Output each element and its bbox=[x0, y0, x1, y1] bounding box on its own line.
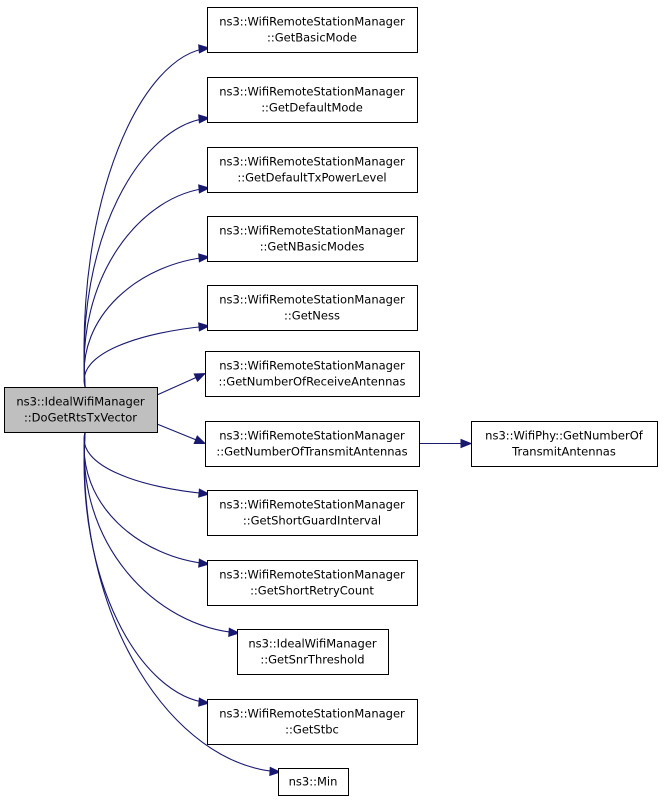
node-label: ::DoGetRtsTxVector bbox=[24, 411, 137, 425]
edge-line bbox=[83, 325, 210, 388]
node-wifiphy-getnumberoftransmitantennas[interactable]: ns3::WifiPhy::GetNumberOfTransmitAntenna… bbox=[471, 421, 658, 467]
node-box bbox=[471, 421, 658, 467]
node-box bbox=[207, 77, 418, 123]
node-label: ::GetBasicMode bbox=[267, 31, 357, 45]
node-label: ::GetNumberOfTransmitAntennas bbox=[216, 445, 407, 459]
node-box bbox=[207, 147, 418, 193]
node-getnumberoftransmitantennas[interactable]: ns3::WifiRemoteStationManager::GetNumber… bbox=[205, 421, 420, 467]
edge-root-to-min bbox=[83, 431, 282, 777]
edge-getnumberoftransmitantennas-to-wifiphy-getnumberoftransmitantennas bbox=[419, 438, 473, 449]
node-label: ns3::WifiRemoteStationManager bbox=[219, 568, 405, 582]
arrowhead bbox=[193, 435, 207, 445]
edge-line bbox=[83, 117, 210, 388]
edge-root-to-getdefaultmode bbox=[83, 114, 211, 388]
node-getness[interactable]: ns3::WifiRemoteStationManager::GetNess bbox=[207, 285, 418, 331]
edge-line bbox=[83, 431, 210, 704]
node-label: ns3::WifiRemoteStationManager bbox=[219, 15, 405, 29]
arrowhead bbox=[228, 627, 241, 637]
node-label: ::GetDefaultMode bbox=[261, 101, 363, 115]
arrowhead bbox=[269, 766, 282, 777]
edge-root-to-getshortguardinterval bbox=[83, 431, 211, 498]
node-label: ::GetDefaultTxPowerLevel bbox=[237, 171, 386, 185]
arrowhead bbox=[198, 558, 211, 568]
node-box bbox=[207, 285, 418, 331]
arrowhead bbox=[198, 488, 211, 498]
edge-root-to-getshortretrycount bbox=[83, 431, 211, 568]
edge-root-to-getbasicmode bbox=[83, 44, 211, 388]
edge-line bbox=[83, 431, 210, 565]
edge-line bbox=[83, 431, 210, 495]
node-getsnrthreshold[interactable]: ns3::IdealWifiManager::GetSnrThreshold bbox=[237, 629, 389, 675]
node-label: ::GetSnrThreshold bbox=[260, 653, 364, 667]
edge-root-to-getstbc bbox=[83, 431, 211, 707]
edge-root-to-getnumberofreceiveantennas bbox=[156, 372, 207, 396]
edge-line bbox=[83, 256, 210, 388]
node-box bbox=[207, 490, 418, 536]
nodes-layer: ns3::IdealWifiManager::DoGetRtsTxVectorn… bbox=[4, 7, 658, 796]
node-label: ns3::IdealWifiManager bbox=[248, 637, 377, 651]
arrowhead bbox=[198, 114, 211, 124]
edges-layer bbox=[83, 44, 473, 777]
arrowhead bbox=[198, 44, 211, 54]
node-label: ns3::WifiRemoteStationManager bbox=[219, 707, 405, 721]
node-getnumberofreceiveantennas[interactable]: ns3::WifiRemoteStationManager::GetNumber… bbox=[205, 351, 420, 397]
node-label: ::GetStbc bbox=[285, 723, 339, 737]
edge-root-to-getdefaulttxpowerlevel bbox=[83, 184, 211, 388]
edge-line bbox=[83, 431, 281, 773]
node-label: ns3::WifiPhy::GetNumberOf bbox=[485, 429, 644, 443]
node-label: ns3::Min bbox=[289, 775, 338, 789]
node-box bbox=[4, 387, 158, 433]
node-root[interactable]: ns3::IdealWifiManager::DoGetRtsTxVector bbox=[4, 387, 158, 433]
node-label: ::GetShortRetryCount bbox=[250, 584, 374, 598]
edge-root-to-getsnrthreshold bbox=[83, 431, 241, 637]
arrowhead bbox=[198, 253, 211, 263]
node-label: ::GetNBasicModes bbox=[260, 240, 365, 254]
arrowhead bbox=[460, 438, 473, 449]
edge-root-to-getnumberoftransmitantennas bbox=[156, 423, 207, 445]
node-label: ns3::WifiRemoteStationManager bbox=[219, 85, 405, 99]
edge-root-to-getnbasicmodes bbox=[83, 253, 211, 388]
node-label: ::GetShortGuardInterval bbox=[243, 514, 381, 528]
edge-line bbox=[83, 431, 240, 634]
node-label: ns3::WifiRemoteStationManager bbox=[219, 359, 405, 373]
node-box bbox=[205, 351, 420, 397]
edge-root-to-getness bbox=[83, 322, 211, 388]
node-box bbox=[237, 629, 389, 675]
arrowhead bbox=[198, 184, 211, 194]
node-label: ::GetNumberOfReceiveAntennas bbox=[219, 375, 406, 389]
node-label: ::GetNess bbox=[284, 309, 340, 323]
node-label: ns3::WifiRemoteStationManager bbox=[219, 429, 405, 443]
node-getnbasicmodes[interactable]: ns3::WifiRemoteStationManager::GetNBasic… bbox=[207, 216, 418, 262]
node-getdefaultmode[interactable]: ns3::WifiRemoteStationManager::GetDefaul… bbox=[207, 77, 418, 123]
node-label: TransmitAntennas bbox=[511, 445, 616, 459]
node-label: ns3::WifiRemoteStationManager bbox=[219, 224, 405, 238]
node-getshortguardinterval[interactable]: ns3::WifiRemoteStationManager::GetShortG… bbox=[207, 490, 418, 536]
node-label: ns3::WifiRemoteStationManager bbox=[219, 293, 405, 307]
node-box bbox=[278, 768, 349, 796]
node-box bbox=[207, 216, 418, 262]
arrowhead bbox=[198, 697, 211, 707]
edge-line bbox=[83, 187, 210, 388]
node-getdefaulttxpowerlevel[interactable]: ns3::WifiRemoteStationManager::GetDefaul… bbox=[207, 147, 418, 193]
node-min[interactable]: ns3::Min bbox=[278, 768, 349, 796]
node-box bbox=[207, 699, 418, 745]
node-label: ns3::WifiRemoteStationManager bbox=[219, 498, 405, 512]
node-box bbox=[205, 421, 420, 467]
arrowhead bbox=[193, 372, 207, 383]
node-box bbox=[207, 7, 418, 53]
node-getstbc[interactable]: ns3::WifiRemoteStationManager::GetStbc bbox=[207, 699, 418, 745]
node-label: ns3::IdealWifiManager bbox=[16, 395, 145, 409]
node-label: ns3::WifiRemoteStationManager bbox=[219, 155, 405, 169]
node-getshortretrycount[interactable]: ns3::WifiRemoteStationManager::GetShortR… bbox=[207, 560, 418, 606]
arrowhead bbox=[198, 322, 211, 332]
edge-line bbox=[83, 47, 210, 388]
node-getbasicmode[interactable]: ns3::WifiRemoteStationManager::GetBasicM… bbox=[207, 7, 418, 53]
node-box bbox=[207, 560, 418, 606]
